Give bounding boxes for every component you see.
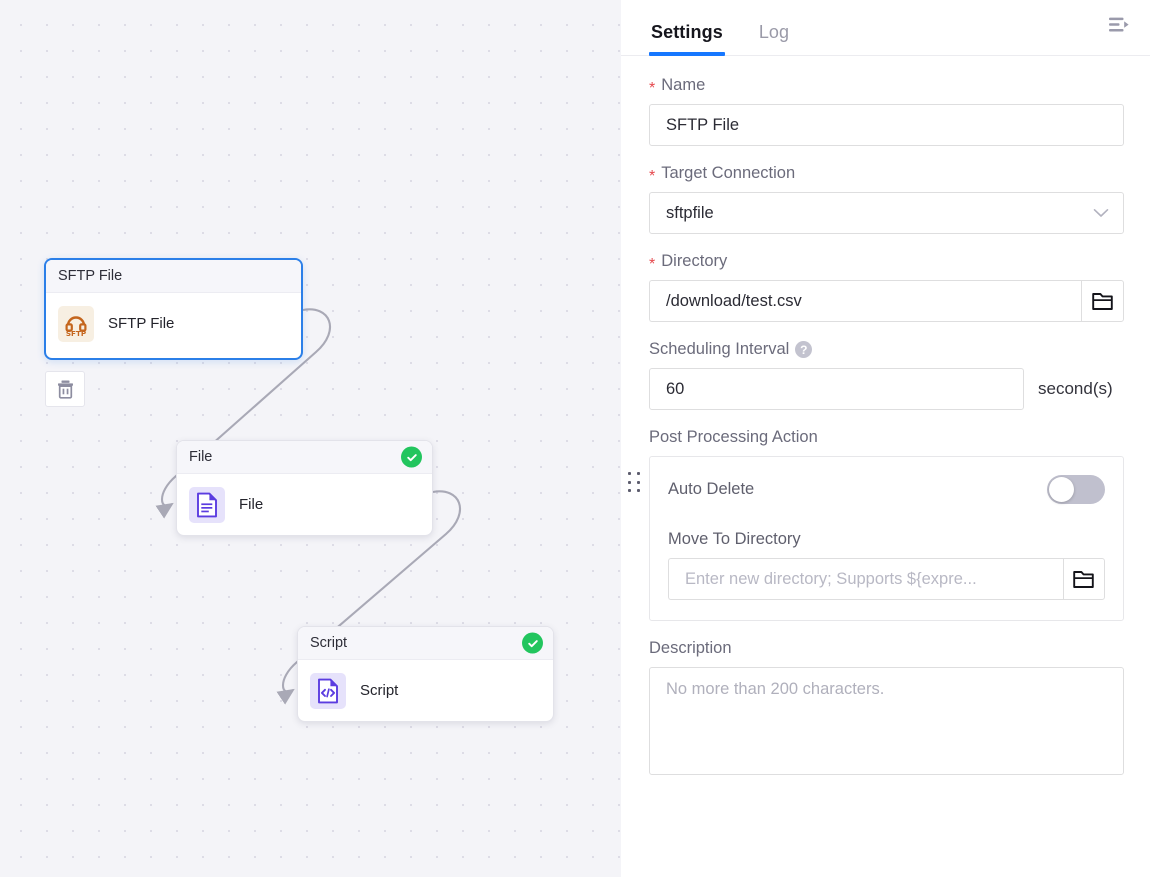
field-directory: * Directory	[649, 252, 1124, 322]
collapse-panel-button[interactable]	[1102, 10, 1136, 40]
move-to-directory-label: Move To Directory	[668, 530, 801, 548]
question-mark-icon[interactable]: ?	[795, 341, 813, 358]
edge-layer	[155, 308, 462, 705]
svg-text:SFTP: SFTP	[66, 329, 86, 337]
tab-settings[interactable]: Settings	[649, 22, 725, 56]
field-label: Scheduling Interval ?	[649, 340, 1124, 359]
sftp-icon: SFTP	[58, 305, 94, 342]
field-name: * Name	[649, 76, 1124, 146]
handle-dot	[636, 480, 640, 484]
section-label: Post Processing Action	[649, 428, 1124, 447]
move-to-directory-input-group	[668, 558, 1105, 600]
panel-resize-handle[interactable]	[628, 472, 641, 495]
field-post-processing-action: Post Processing Action Auto Delete Move …	[649, 428, 1124, 621]
field-label-text: Description	[649, 639, 732, 657]
scheduling-interval-input[interactable]	[649, 368, 1024, 410]
node-body: Script	[298, 660, 553, 721]
move-to-directory-input[interactable]	[668, 558, 1063, 600]
required-asterisk: *	[649, 255, 656, 273]
status-badge-success	[522, 632, 543, 654]
auto-delete-row: Auto Delete	[668, 475, 1105, 504]
node-header: File	[177, 441, 432, 474]
auto-delete-label: Auto Delete	[668, 480, 755, 498]
required-asterisk: *	[649, 79, 656, 97]
flow-canvas[interactable]: SFTP File SFTP SFTP File	[0, 0, 621, 877]
toggle-knob	[1049, 477, 1074, 502]
panel-tabbar: Settings Log	[621, 0, 1150, 56]
directory-browse-button[interactable]	[1081, 280, 1124, 322]
handle-dot	[628, 489, 631, 493]
required-asterisk: *	[649, 167, 656, 185]
tab-log[interactable]: Log	[758, 22, 790, 42]
post-processing-group: Auto Delete Move To Directory	[649, 456, 1124, 621]
flow-node-script[interactable]: Script Script	[297, 626, 554, 722]
handle-dot	[636, 472, 640, 475]
field-label: * Directory	[649, 252, 1124, 273]
field-label-text: Name	[661, 76, 706, 94]
scheduling-interval-unit: second(s)	[1038, 379, 1113, 398]
auto-delete-toggle[interactable]	[1047, 475, 1105, 504]
node-header-title: File	[189, 449, 213, 465]
collapse-panel-icon	[1109, 17, 1129, 32]
script-code-icon	[310, 672, 346, 709]
flow-node-sftp-file[interactable]: SFTP File SFTP SFTP File	[44, 258, 303, 360]
field-label-text: Directory	[661, 252, 728, 270]
folder-icon	[1092, 292, 1113, 310]
node-body: File	[177, 474, 432, 535]
file-document-icon	[189, 486, 225, 523]
field-label: Description	[649, 639, 1124, 658]
move-to-directory-browse-button[interactable]	[1062, 558, 1105, 600]
field-label-text: Scheduling Interval	[649, 340, 790, 358]
field-target-connection: * Target Connection sftpfile	[649, 164, 1124, 234]
section-label-text: Post Processing Action	[649, 428, 818, 446]
description-textarea[interactable]	[649, 667, 1124, 775]
target-connection-select[interactable]: sftpfile	[649, 192, 1124, 234]
handle-dot	[628, 472, 631, 475]
node-label: File	[239, 496, 264, 513]
field-description: Description	[649, 639, 1124, 780]
field-label: * Name	[649, 76, 1124, 97]
chevron-down-icon	[1093, 209, 1109, 217]
node-header: Script	[298, 627, 553, 660]
handle-dot	[628, 480, 631, 484]
handle-dot	[636, 489, 640, 493]
field-scheduling-interval: Scheduling Interval ? second(s)	[649, 340, 1124, 410]
node-header: SFTP File	[46, 260, 301, 293]
flow-node-file[interactable]: File File	[176, 440, 433, 536]
node-label: SFTP File	[108, 315, 175, 332]
delete-node-button[interactable]	[45, 371, 85, 407]
folder-icon	[1073, 570, 1095, 588]
settings-form: * Name * Target Connection sftpfile	[621, 56, 1150, 877]
settings-panel: Settings Log * Name	[621, 0, 1150, 877]
status-badge-success	[401, 446, 422, 468]
node-body: SFTP SFTP File	[46, 293, 301, 354]
field-label-text: Target Connection	[661, 164, 796, 182]
name-input[interactable]	[649, 104, 1124, 146]
check-icon	[406, 453, 417, 461]
selected-value: sftpfile	[666, 203, 714, 222]
field-label: * Target Connection	[649, 164, 1124, 185]
trash-icon	[57, 380, 73, 399]
directory-input[interactable]	[649, 280, 1082, 322]
node-header-title: Script	[310, 635, 348, 651]
node-label: Script	[360, 682, 399, 699]
scheduling-interval-row: second(s)	[649, 368, 1124, 410]
directory-input-group	[649, 280, 1124, 322]
check-icon	[527, 639, 538, 647]
node-header-title: SFTP File	[58, 268, 123, 284]
